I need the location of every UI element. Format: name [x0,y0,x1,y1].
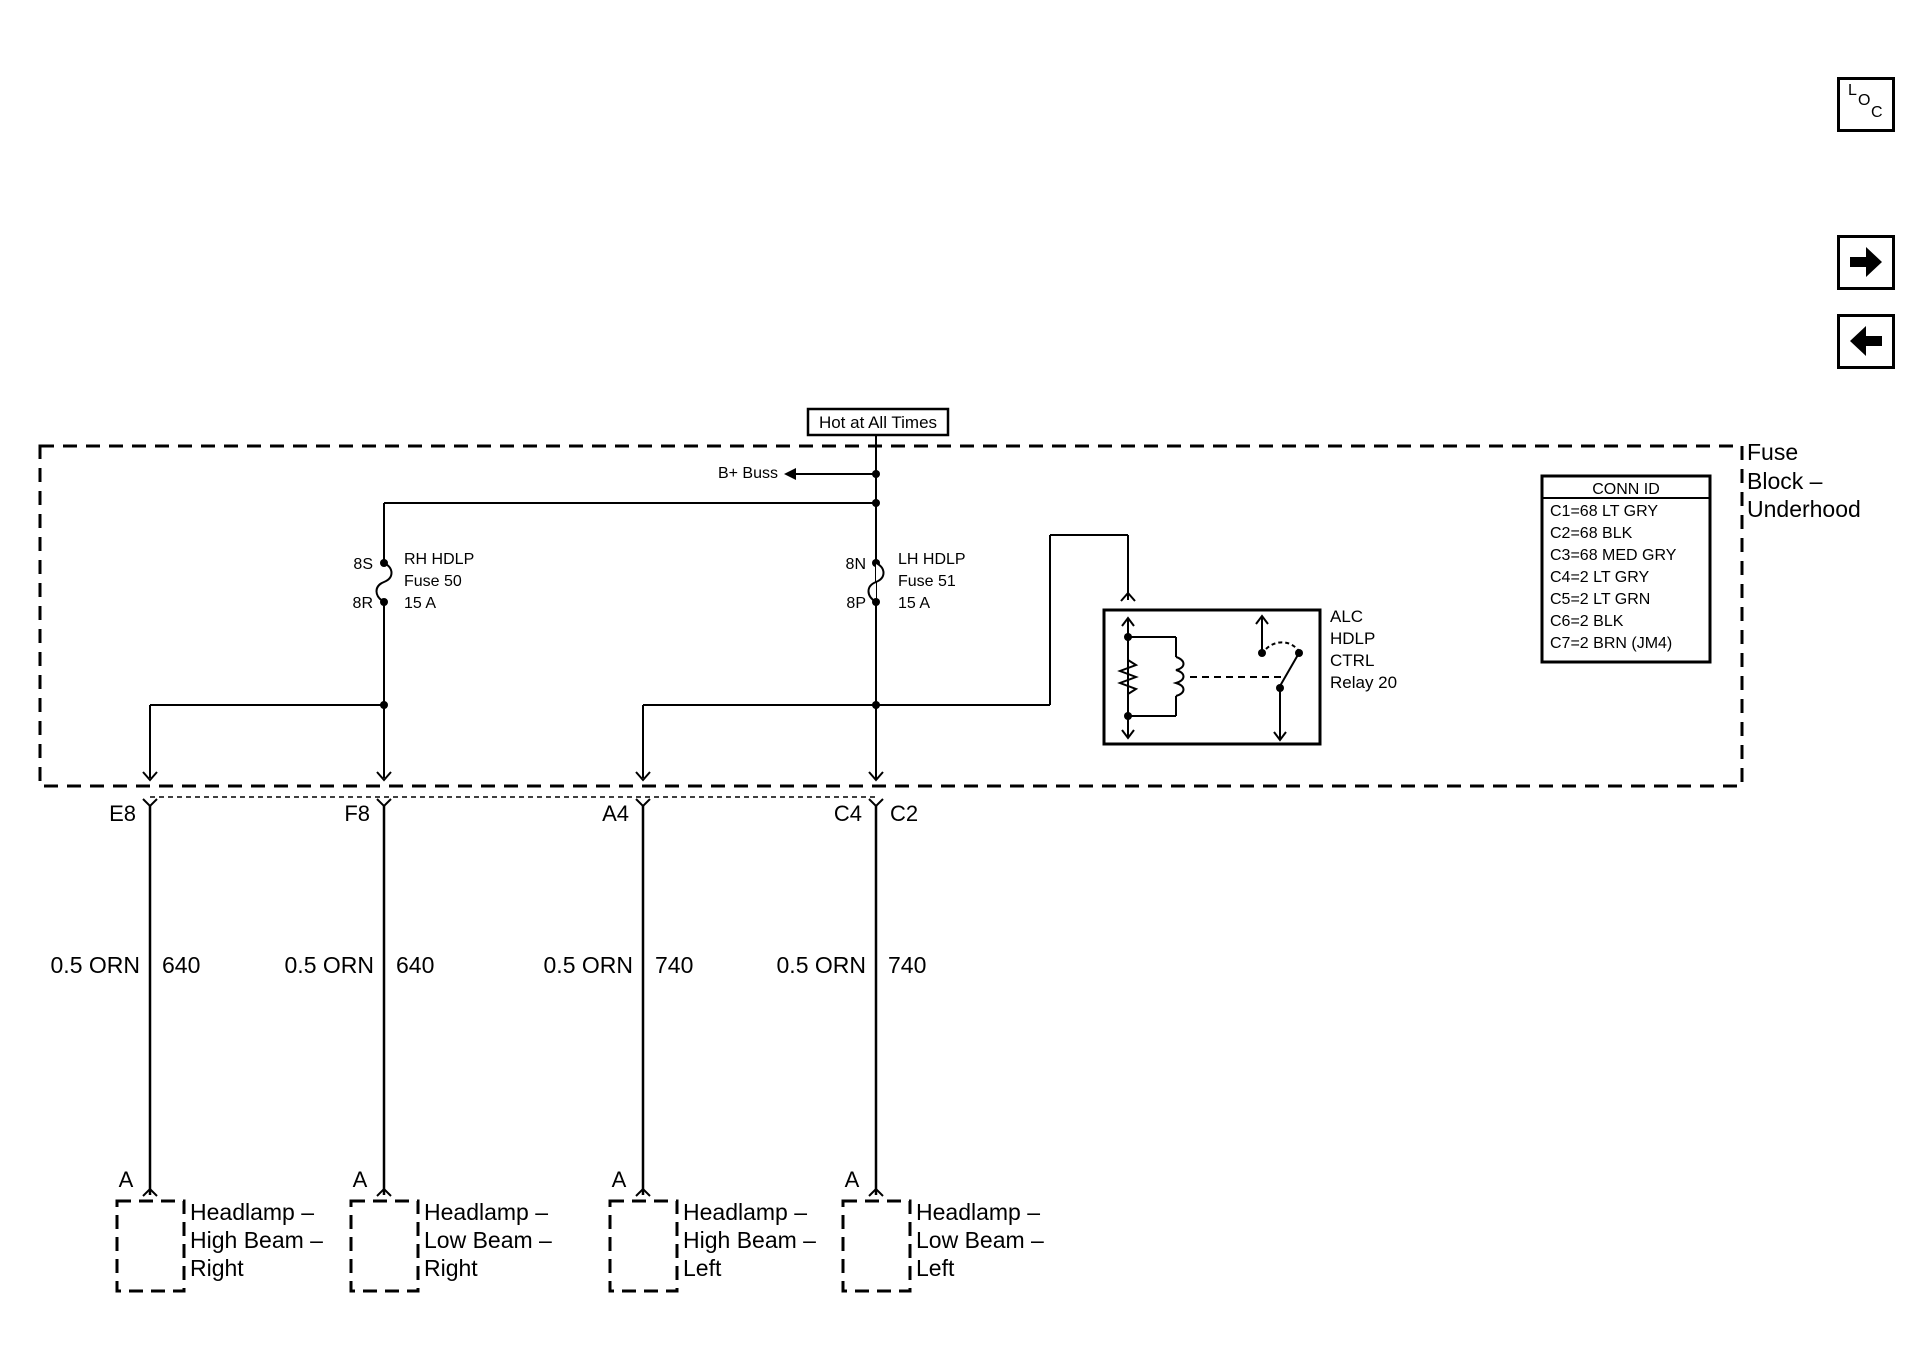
conn-id-row: C1=68 LT GRY [1550,503,1658,520]
lamp-label: Headlamp – [424,1199,548,1225]
lamp-label: Headlamp – [190,1199,314,1225]
relay-coil-icon [1172,656,1185,697]
lamp-pin-label: A [353,1167,368,1192]
wire-circuit-label: 640 [396,952,434,978]
forward-button[interactable] [1837,235,1895,290]
terminal-a4: A4 [602,801,629,826]
rh-fuse-number: Fuse 50 [404,573,462,590]
lamp-boxes [115,1199,912,1293]
lamp-pin-label: A [119,1167,134,1192]
loc-letter-l: L [1848,82,1857,99]
conn-id-row: C6=2 BLK [1550,613,1624,630]
back-button[interactable] [1837,314,1895,369]
bbuss-arrow-icon [784,468,796,480]
terminal-e8: E8 [109,801,136,826]
terminal-c4: C4 [834,801,862,826]
lamp-label: Left [916,1255,955,1281]
bbuss-label: B+ Buss [718,465,778,482]
wire-circuit-label: 740 [888,952,926,978]
lamp-box-high-beam-left [608,1199,679,1293]
lh-fuse-top-pin: 8N [846,556,866,573]
conn-id-row: C3=68 MED GRY [1550,547,1677,564]
lh-fuse-rating: 15 A [898,595,930,612]
conn-id-table [1540,474,1712,664]
lamp-box-low-beam-right [349,1199,420,1293]
lamp-label: Left [683,1255,722,1281]
relay-label-2: HDLP [1330,629,1375,648]
relay-coil-top-arrow [1121,616,1135,627]
relay-label-3: CTRL [1330,651,1374,670]
lamp-label: High Beam – [190,1227,323,1253]
lamp-box-low-beam-left [841,1199,912,1293]
relay-contact-arc [1265,641,1299,651]
relay-resistor-icon [1117,659,1139,695]
relay-coil-bottom-arrow [1121,729,1135,740]
lamp-label: Low Beam – [424,1227,552,1253]
lh-fuse-number: Fuse 51 [898,573,956,590]
fuse-block-connector-arrows [142,771,884,782]
conn-id-row: C2=68 BLK [1550,525,1633,542]
fuse-block-title-3: Underhood [1747,496,1861,522]
alc-relay-box [1102,608,1322,746]
lamp-label: Right [424,1255,478,1281]
relay-input-connector [1120,591,1136,602]
loc-letter-o: O [1858,92,1871,109]
lamp-label: Low Beam – [916,1227,1044,1253]
arrow-left-icon [1850,326,1882,356]
wire-gauge-label: 0.5 ORN [544,952,633,978]
lamp-label: High Beam – [683,1227,816,1253]
fuse-block-title-1: Fuse [1747,439,1798,465]
conn-id-header: CONN ID [1592,481,1660,498]
lh-fuse-name: LH HDLP [898,551,966,568]
loc-button[interactable]: L O C [1837,77,1895,132]
conn-id-row: C4=2 LT GRY [1550,569,1649,586]
rh-fuse-name: RH HDLP [404,551,474,568]
lamp-pin-label: A [612,1167,627,1192]
loc-letter-c: C [1871,104,1883,121]
terminal-c2: C2 [890,801,918,826]
lamp-label: Headlamp – [916,1199,1040,1225]
relay-label-1: ALC [1330,607,1363,626]
wire-circuit-label: 640 [162,952,200,978]
lamp-label: Right [190,1255,244,1281]
relay-label-4: Relay 20 [1330,673,1397,692]
wire-gauge-label: 0.5 ORN [285,952,374,978]
conn-id-row: C7=2 BRN (JM4) [1550,635,1672,652]
hot-at-all-times-box [806,407,950,437]
hot-at-all-times-label: Hot at All Times [819,413,937,432]
wire-gauge-label: 0.5 ORN [777,952,866,978]
lamp-label: Headlamp – [683,1199,807,1225]
terminal-f8: F8 [344,801,370,826]
lamp-pin-label: A [845,1167,860,1192]
conn-id-row: C5=2 LT GRN [1550,591,1650,608]
lh-fuse-icon [867,562,885,603]
lh-fuse-bottom-pin: 8P [846,595,866,612]
rh-fuse-top-pin: 8S [353,556,373,573]
fuse-block-outline [38,444,1744,788]
relay-switch-arm-icon [1279,652,1300,687]
arrow-right-icon [1850,247,1882,277]
fuse-block-title-2: Block – [1747,468,1823,494]
rh-fuse-icon [375,562,393,603]
relay-contact-upper-arrow [1255,614,1269,625]
relay-contact-lower-arrow [1273,731,1287,742]
rh-fuse-rating: 15 A [404,595,436,612]
wire-circuit-label: 740 [655,952,693,978]
harness-connector-forks [142,798,884,808]
relay-contact-nc [1258,649,1266,657]
rh-fuse-bottom-pin: 8R [353,595,373,612]
lamp-box-high-beam-right [115,1199,186,1293]
wire-gauge-label: 0.5 ORN [51,952,140,978]
lh-fuse-pin-bottom [872,598,880,606]
lamp-connector-forks [142,1187,884,1197]
